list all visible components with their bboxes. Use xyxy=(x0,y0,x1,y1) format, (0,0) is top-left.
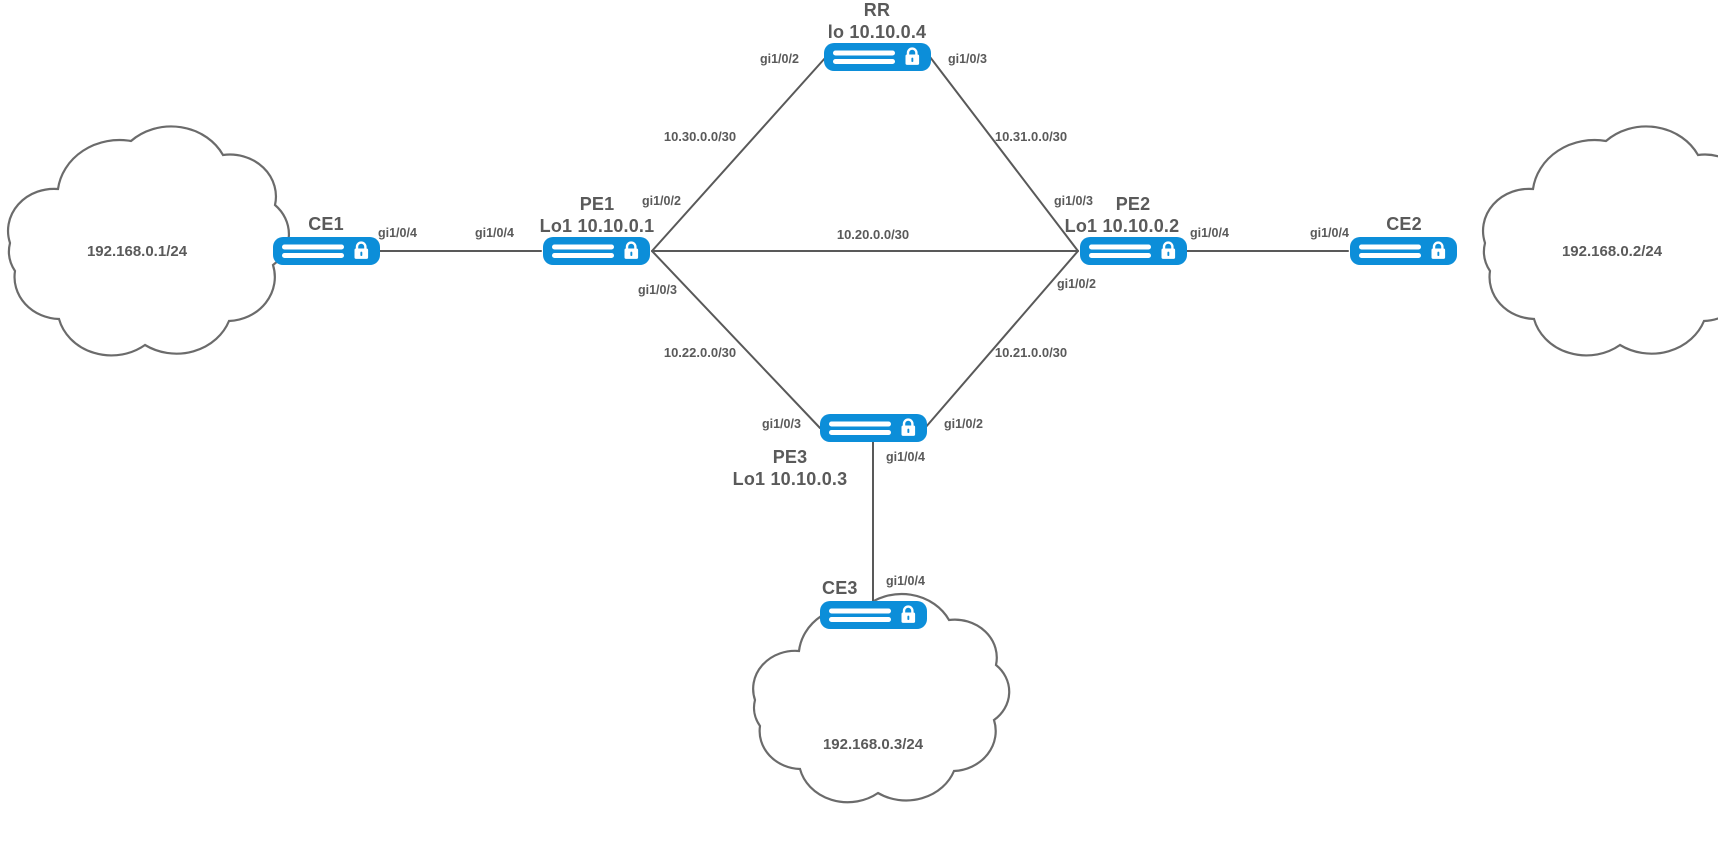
cloud-ce3-label: 192.168.0.3/24 xyxy=(822,736,924,753)
device-pe1-loopback: Lo1 10.10.0.1 xyxy=(539,216,655,236)
iface-ce1-right: gi1/0/4 xyxy=(378,226,417,240)
iface-pe3-right: gi1/0/2 xyxy=(944,417,983,431)
cloud-ce2-label: 192.168.0.2/24 xyxy=(1561,243,1663,260)
iface-ce3-up: gi1/0/4 xyxy=(886,574,925,588)
router-icon xyxy=(1350,237,1457,265)
device-rr-loopback: lo 10.10.0.4 xyxy=(827,22,927,42)
device-ce3-name: CE3 xyxy=(822,578,858,598)
device-pe3-name: PE3 xyxy=(772,447,808,467)
device-pe1[interactable] xyxy=(543,237,650,265)
iface-pe2-right: gi1/0/4 xyxy=(1190,226,1229,240)
device-pe3-loopback: Lo1 10.10.0.3 xyxy=(732,469,848,489)
iface-rr-right: gi1/0/3 xyxy=(948,52,987,66)
iface-pe1-up: gi1/0/2 xyxy=(642,194,681,208)
cloud-ce2 xyxy=(1481,125,1718,357)
router-icon xyxy=(543,237,650,265)
iface-pe1-down: gi1/0/3 xyxy=(638,283,677,297)
iface-pe3-left: gi1/0/3 xyxy=(762,417,801,431)
subnet-pe3-pe2: 10.21.0.0/30 xyxy=(994,345,1068,360)
subnet-pe1-rr: 10.30.0.0/30 xyxy=(663,129,737,144)
device-pe2-loopback: Lo1 10.10.0.2 xyxy=(1064,216,1180,236)
iface-pe2-up: gi1/0/3 xyxy=(1054,194,1093,208)
cloud-ce1-label: 192.168.0.1/24 xyxy=(86,243,188,260)
device-ce2-name: CE2 xyxy=(1386,214,1422,234)
iface-rr-left: gi1/0/2 xyxy=(760,52,799,66)
cloud-ce1 xyxy=(6,125,291,357)
device-pe3[interactable] xyxy=(820,414,927,442)
link-pe1-rr xyxy=(651,56,827,252)
device-pe2-name: PE2 xyxy=(1115,194,1151,214)
iface-pe2-down: gi1/0/2 xyxy=(1057,277,1096,291)
device-ce3[interactable] xyxy=(820,601,927,629)
router-icon xyxy=(273,237,380,265)
router-icon xyxy=(820,601,927,629)
router-icon xyxy=(824,43,931,71)
subnet-pe1-pe3: 10.22.0.0/30 xyxy=(663,345,737,360)
link-pe1-pe3 xyxy=(651,250,821,429)
router-icon xyxy=(1080,237,1187,265)
device-rr[interactable] xyxy=(824,43,931,71)
link-rr-pe2 xyxy=(929,56,1079,252)
device-pe1-name: PE1 xyxy=(579,194,615,214)
link-pe3-pe2 xyxy=(924,250,1079,429)
iface-pe1-left: gi1/0/4 xyxy=(475,226,514,240)
subnet-rr-pe2: 10.31.0.0/30 xyxy=(994,129,1068,144)
device-ce2[interactable] xyxy=(1350,237,1457,265)
router-icon xyxy=(820,414,927,442)
device-ce1-name: CE1 xyxy=(308,214,344,234)
iface-pe3-down: gi1/0/4 xyxy=(886,450,925,464)
subnet-pe1-pe2: 10.20.0.0/30 xyxy=(836,227,910,242)
device-rr-name: RR xyxy=(863,0,891,20)
device-ce1[interactable] xyxy=(273,237,380,265)
device-pe2[interactable] xyxy=(1080,237,1187,265)
iface-ce2-left: gi1/0/4 xyxy=(1310,226,1349,240)
